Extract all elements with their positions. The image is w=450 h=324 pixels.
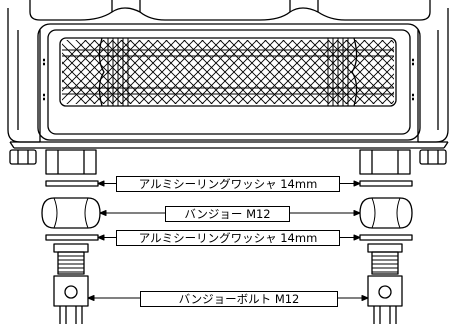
label-washer-bottom: アルミシーリングワッシャ 14mm — [116, 230, 340, 246]
label-banjo: バンジョー M12 — [165, 206, 290, 222]
leader-washer-top — [97, 180, 361, 187]
right-fitting-stack — [359, 149, 413, 324]
label-washer-top: アルミシーリングワッシャ 14mm — [116, 176, 340, 192]
cooler-core — [59, 37, 397, 107]
base-nut-left — [9, 149, 37, 165]
leader-washer-bottom — [97, 234, 361, 241]
label-banjo-bolt: バンジョーボルト M12 — [140, 291, 338, 307]
base-nut-right — [419, 149, 447, 165]
leader-lines — [87, 180, 369, 301]
leader-banjo-bolt — [87, 295, 369, 301]
cooler-body — [7, 0, 449, 149]
leader-banjo — [99, 210, 361, 216]
